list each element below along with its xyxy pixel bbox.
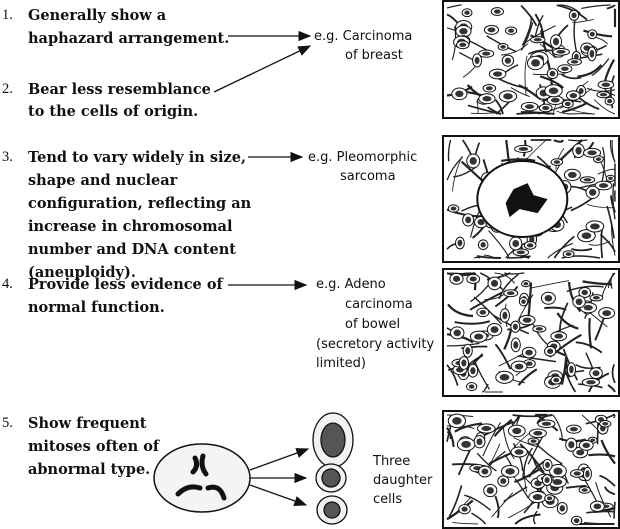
item-2-line: to the cells of origin. [28, 103, 199, 120]
example-label: carcinoma [345, 297, 413, 312]
item-3-line: (aneuploidy). [28, 264, 136, 281]
arrow [249, 484, 308, 506]
item-3-line: Tend to vary widely in size, [28, 149, 247, 166]
breast-carcinoma-illustration [442, 0, 620, 119]
tissue-texture [446, 272, 616, 393]
daughter-label: cells [373, 492, 403, 507]
adenocarcinoma-illustration [442, 268, 620, 397]
item-3-line: number and DNA content [28, 241, 236, 258]
example-label: (secretory activity [316, 337, 435, 352]
item-5-line: Show frequent [28, 415, 147, 432]
item-3-line: configuration, reflecting an [28, 195, 252, 212]
daughter-label: daughter [373, 473, 433, 488]
arrow [213, 45, 312, 93]
item-3-line: shape and nuclear [28, 172, 178, 189]
tissue-texture [446, 139, 616, 259]
daughter-label: Three [373, 454, 411, 469]
mitoses-illustration [442, 410, 620, 529]
example-label: sarcoma [340, 169, 396, 184]
mitotic-cell [153, 443, 251, 513]
item-4-line: Provide less evidence of [28, 276, 223, 293]
item-5-line: mitoses often of [28, 438, 160, 455]
item-2-line: Bear less resemblance [28, 81, 211, 98]
daughter-cells [312, 412, 354, 525]
example-label: of bowel [345, 317, 401, 332]
example-label: limited) [316, 356, 366, 371]
example-label: e.g. Carcinoma [314, 29, 413, 44]
item-number: 1. [2, 7, 13, 23]
pleomorphic-sarcoma-illustration [442, 135, 620, 263]
item-1-line: Generally show a [28, 7, 167, 24]
item-1-line: haphazard arrangement. [28, 30, 230, 47]
example-label: of breast [345, 48, 403, 63]
item-number: 3. [2, 149, 13, 165]
item-number: 2. [2, 81, 13, 97]
item-number: 5. [2, 415, 13, 431]
example-label: e.g. Pleomorphic [308, 150, 418, 165]
example-label: e.g. Adeno [316, 277, 386, 292]
item-3-line: increase in chromosomal [28, 218, 233, 235]
item-4-line: normal function. [28, 299, 165, 316]
tissue-texture [446, 4, 617, 115]
item-number: 4. [2, 276, 13, 292]
item-5-line: abnormal type. [28, 461, 151, 478]
tissue-texture [446, 413, 616, 526]
arrow [249, 448, 310, 471]
